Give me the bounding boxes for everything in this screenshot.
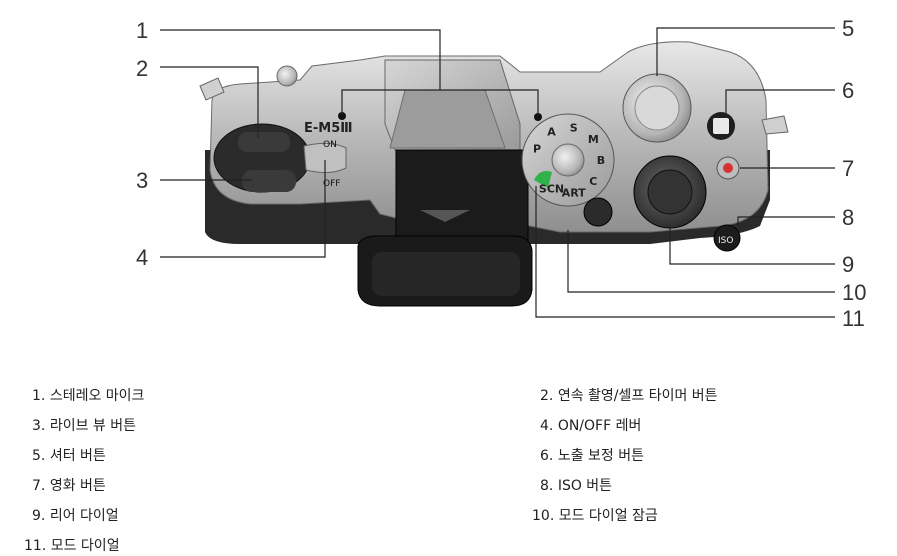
leader-lines bbox=[160, 27, 835, 318]
legend-item-4: 4. ON/OFF 레버 bbox=[540, 418, 642, 434]
mode-dial-label: P bbox=[533, 143, 541, 156]
camera-body bbox=[199, 41, 789, 307]
switch-on-label: ON bbox=[323, 140, 337, 150]
legend-item-8: 8. ISO 버튼 bbox=[540, 478, 613, 494]
callout-1: 1 bbox=[136, 18, 148, 43]
mode-dial-label: C bbox=[589, 175, 597, 188]
callout-11: 11 bbox=[842, 306, 865, 331]
mode-dial-label: A bbox=[547, 125, 556, 138]
legend-item-10: 10. 모드 다이얼 잠금 bbox=[532, 508, 658, 524]
legend-item-7: 7. 영화 버튼 bbox=[32, 478, 106, 494]
mode-dial-label: SCN bbox=[539, 183, 564, 196]
callout-10: 10 bbox=[842, 280, 866, 305]
mode-dial-label: B bbox=[597, 154, 605, 167]
callout-6: 6 bbox=[842, 78, 854, 103]
callout-9: 9 bbox=[842, 252, 854, 277]
callout-7: 7 bbox=[842, 156, 854, 181]
legend-item-3: 3. 라이브 뷰 버튼 bbox=[32, 418, 136, 434]
legend-item-5: 5. 셔터 버튼 bbox=[32, 448, 106, 464]
legend-item-11: 11. 모드 다이얼 bbox=[24, 538, 120, 554]
legend-item-6: 6. 노출 보정 버튼 bbox=[540, 448, 644, 464]
legend-item-2: 2. 연속 촬영/셀프 타이머 버튼 bbox=[540, 388, 718, 404]
legend-item-1: 1. 스테레오 마이크 bbox=[32, 388, 145, 404]
callout-4: 4 bbox=[136, 245, 148, 270]
mode-dial-label: M bbox=[588, 133, 599, 146]
callout-5: 5 bbox=[842, 16, 854, 41]
switch-off-label: OFF bbox=[323, 179, 340, 189]
legend-item-9: 9. 리어 다이얼 bbox=[32, 508, 119, 524]
mode-dial-label: ART bbox=[562, 187, 586, 200]
callout-3: 3 bbox=[136, 168, 148, 193]
parts-legend: 1. 스테레오 마이크 2. 연속 촬영/셀프 타이머 버튼 3. 라이브 뷰 … bbox=[0, 380, 897, 556]
iso-label: ISO bbox=[718, 236, 733, 246]
callout-2: 2 bbox=[136, 56, 148, 81]
model-label: E-M5Ⅲ bbox=[304, 121, 353, 136]
mode-dial-label: S bbox=[570, 122, 578, 135]
callout-8: 8 bbox=[842, 205, 854, 230]
